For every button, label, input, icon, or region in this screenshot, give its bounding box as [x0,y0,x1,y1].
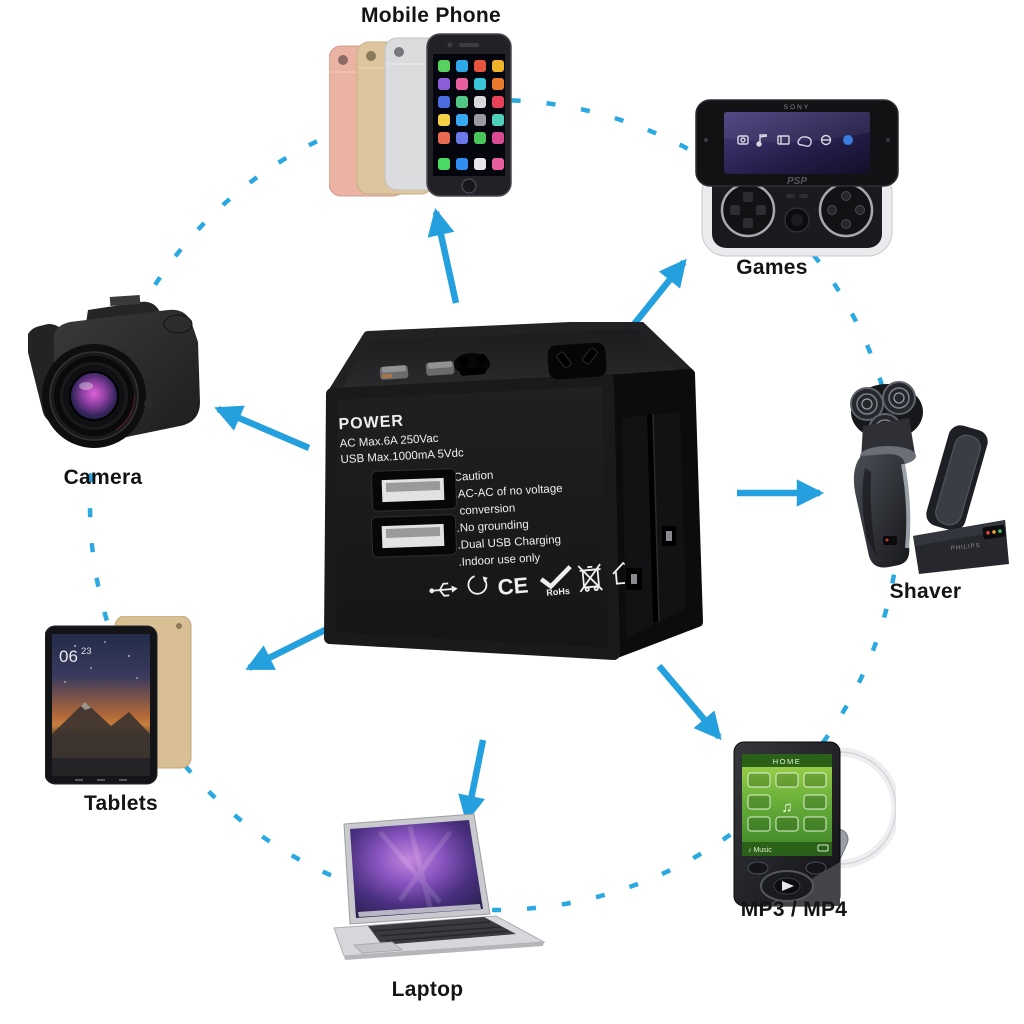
psp-logo-text: PSP [787,176,807,187]
rohs-check-icon: RoHs [539,565,572,598]
label-games: Games [736,256,808,279]
adapter-caution-title: Caution [453,470,493,484]
mode-dial [163,314,193,334]
adapter-front-printing: POWER AC Max.6A 250Vac USB Max.1000mA 5V… [338,413,563,569]
device-shaver: PHILIPS [833,368,1018,603]
home-button [461,178,477,194]
device-tablets: 06 23 Tablets [44,615,197,815]
shaver-illustration: PHILIPS [850,381,1009,574]
stars [64,641,138,683]
psp-top-slab: SONY PSP [695,99,899,187]
label-camera: Camera [63,466,143,489]
psp-illustration: SONY PSP [695,99,899,257]
shaver-dock: PHILIPS [913,425,1009,574]
arrow-to-tablets [245,623,335,671]
mp3-screen-title: HOME [773,757,802,766]
adapter-caution-line2: conversion [459,503,515,518]
device-laptop: Laptop [320,812,548,1001]
label-mp3: MP3 / MP4 [740,898,848,921]
psp-screen-icons [737,134,853,147]
usb-ports [370,468,458,558]
arrow-to-laptop [458,739,487,824]
phone-front-black [426,33,512,197]
device-travel-adapter: POWER AC Max.6A 250Vac USB Max.1000mA 5V… [320,319,710,672]
mp3-player: HOME ♫ ♪ Music [733,741,841,907]
camera-illustration [25,294,200,448]
sony-brand-text: SONY [784,104,810,111]
mobile-phone-illustration [329,33,512,197]
recycle-icon [467,574,488,595]
back-button [747,861,769,875]
nav-buttons [75,779,127,781]
mp3-illustration: HOME ♫ ♪ Music [733,741,901,907]
adapter-front-face [324,374,620,660]
device-games: SONY PSP Games [692,96,902,279]
adapter-caution-line5: .Indoor use only [458,552,541,569]
tablet-clock-minutes: 23 [81,646,92,657]
arrow-to-mobile-phone [427,208,460,304]
trackpad [352,941,404,954]
laptop-illustration [333,813,546,960]
tablet-clock-hour: 06 [59,647,78,666]
arrow-to-camera [214,405,311,451]
play-control [760,870,814,902]
dock-bar [358,904,481,917]
adapter-right-details [622,412,686,638]
small-note-icon: ♪ [748,847,753,854]
music-note-icon: ♫ [781,799,792,816]
psp-buttons [818,182,874,238]
mountain [52,702,150,776]
adapter-caution-line3: .No grounding [456,519,529,535]
arrows [214,208,825,824]
tablet-front: 06 23 [44,625,158,785]
app-grid-icons [438,60,504,170]
arrow-to-mp3 [656,663,722,741]
certification-icons: CE RoHs [429,561,636,600]
laptop-screen [343,813,491,925]
label-tablets: Tablets [83,792,159,815]
label-laptop: Laptop [391,978,464,1001]
device-mp3: HOME ♫ ♪ Music MP3 / [718,716,901,921]
adapter-power-title: POWER [338,413,404,434]
dock-display [982,524,1006,540]
uk-plug-pins [626,526,676,590]
philips-brand-text: PHILIPS [951,543,981,552]
usb-icon [429,582,458,597]
mp3-screen-footer: ♪ Music [748,847,772,854]
rohs-mark: RoHs [546,586,570,598]
ce-mark: CE [497,572,530,600]
label-shaver: Shaver [889,580,962,603]
mp3-menu-icons [747,772,827,832]
crossed-bin-icon [577,563,603,593]
shaver-main [850,381,923,568]
psp-dpad [720,182,776,238]
slider-switches [379,361,455,380]
power-button [805,861,827,875]
tablet-illustration: 06 23 [44,615,192,785]
adapter-caution-line4: .Dual USB Charging [457,534,561,552]
travel-adapter-illustration: POWER AC Max.6A 250Vac USB Max.1000mA 5V… [324,319,703,660]
device-camera: Camera [25,284,203,489]
universal-socket [454,342,607,380]
laptop-base [333,915,546,960]
adapter-spec-line1: AC Max.6A 250Vac [339,433,439,451]
label-mobile-phone: Mobile Phone [360,4,502,27]
camera-lens [42,344,146,448]
